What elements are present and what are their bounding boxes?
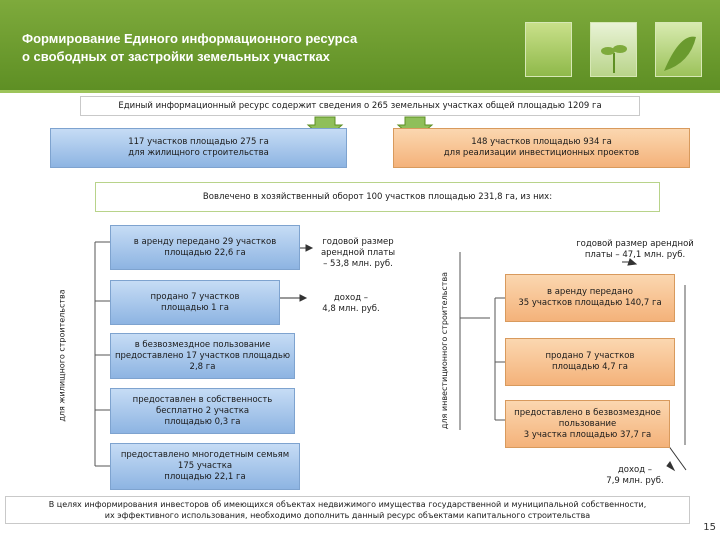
housing-ownership-line-1: предоставлен в собственность	[132, 394, 273, 405]
housing-rent-line-1: в аренду передано 29 участков	[133, 236, 277, 247]
bottom-note-line-2: их эффективного использования, необходим…	[104, 511, 591, 520]
housing-plots-line-2: для жилищного строительства	[128, 148, 269, 158]
investment-free-use-line-1: предоставлено в безвозмездное	[514, 407, 661, 418]
housing-free-use-line-2: предоставлено 17 участков площадью	[114, 350, 291, 361]
housing-side-label: для жилищного строительства	[42, 230, 82, 480]
seedling-photo-3	[655, 22, 702, 77]
housing-ownership-line-2: бесплатно 2 участка	[155, 405, 250, 416]
investment-rent-line-1: в аренду передано	[547, 287, 633, 297]
housing-sale-income-line-1: доход –	[333, 293, 369, 303]
housing-free-use-box: в безвозмездное пользование предоставлен…	[110, 333, 295, 379]
investment-plots-box: 148 участков площадью 934 га для реализа…	[393, 128, 690, 168]
investment-sale-income-line-1: доход –	[617, 465, 653, 475]
investment-sale-income-line-2: 7,9 млн. руб.	[606, 476, 664, 486]
investment-side-label: для инвестиционного строительства	[415, 230, 475, 470]
housing-rent-income: годовой размер арендной платы – 53,8 млн…	[308, 232, 408, 274]
header-divider	[0, 90, 720, 93]
investment-side-label-text: для инвестиционного строительства	[440, 271, 450, 429]
investment-rent-income-line-2: платы – 47,1 млн. руб.	[584, 250, 686, 260]
housing-sale-income-line-2: 4,8 млн. руб.	[322, 304, 380, 314]
investment-rent-income: годовой размер арендной платы – 47,1 млн…	[555, 236, 715, 264]
investment-plots-line-1: 148 участков площадью 934 га	[471, 137, 612, 147]
housing-free-use-line-1: в безвозмездное пользование	[134, 339, 271, 350]
housing-rent-income-line-3: – 53,8 млн. руб.	[323, 258, 393, 269]
total-resource-box: Единый информационный ресурс содержит св…	[80, 96, 640, 116]
page-title-line-2: о свободных от застройки земельных участ…	[22, 49, 330, 64]
investment-rent-income-line-1: годовой размер арендной	[576, 239, 694, 249]
involved-summary-text: Вовлечено в хозяйственный оборот 100 уча…	[202, 191, 553, 202]
investment-plots-line-2: для реализации инвестиционных проектов	[443, 148, 640, 158]
bottom-note-box: В целях информирования инвесторов об име…	[5, 496, 690, 524]
housing-tree-lines	[94, 241, 490, 467]
housing-sold-box: продано 7 участков площадью 1 га	[110, 280, 280, 325]
investment-free-use-box: предоставлено в безвозмездное пользовани…	[505, 400, 670, 448]
investment-sold-box: продано 7 участков площадью 4,7 га	[505, 338, 675, 386]
involved-summary-box: Вовлечено в хозяйственный оборот 100 уча…	[95, 182, 660, 212]
housing-ownership-box: предоставлен в собственность бесплатно 2…	[110, 388, 295, 434]
investment-free-use-line-2: пользование	[558, 418, 617, 429]
housing-free-use-line-3: 2,8 га	[189, 361, 216, 372]
bottom-note-line-1: В целях информирования инвесторов об име…	[48, 500, 647, 509]
page-number: 15	[703, 522, 716, 533]
housing-rent-income-line-2: арендной платы	[320, 247, 396, 258]
seedling-photo-1	[525, 22, 572, 77]
housing-plots-line-1: 117 участков площадью 275 га	[128, 137, 269, 147]
housing-large-families-line-1: предоставлено многодетным семьям	[120, 450, 290, 460]
housing-rent-box: в аренду передано 29 участков площадью 2…	[110, 225, 300, 270]
housing-large-families-line-3: площадью 22,1 га	[164, 472, 246, 482]
investment-sale-income: доход – 7,9 млн. руб.	[590, 462, 680, 490]
housing-ownership-line-3: площадью 0,3 га	[164, 416, 241, 427]
page-title: Формирование Единого информационного рес…	[22, 30, 442, 66]
page-title-line-1: Формирование Единого информационного рес…	[22, 31, 358, 46]
investment-free-use-line-3: 3 участка площадью 37,7 га	[523, 429, 652, 440]
sprout-icon	[601, 45, 627, 73]
housing-sold-line-1: продано 7 участков	[150, 291, 240, 302]
leaf-icon	[664, 36, 696, 71]
housing-rent-income-line-1: годовой размер	[322, 236, 394, 247]
housing-plots-box: 117 участков площадью 275 га для жилищно…	[50, 128, 347, 168]
seedling-photo-2	[590, 22, 637, 77]
investment-tree-lines	[494, 285, 686, 445]
income-arrows	[280, 244, 687, 472]
investment-sold-line-1: продано 7 участков	[545, 351, 635, 361]
housing-side-label-text: для жилищного строительства	[57, 288, 67, 422]
total-resource-text: Единый информационный ресурс содержит св…	[118, 100, 602, 111]
housing-sold-line-2: площадью 1 га	[161, 302, 229, 313]
housing-large-families-line-2: 175 участка	[177, 461, 233, 471]
investment-rent-line-2: 35 участков площадью 140,7 га	[518, 298, 662, 308]
housing-sale-income: доход – 4,8 млн. руб.	[306, 290, 396, 318]
investment-rent-box: в аренду передано 35 участков площадью 1…	[505, 274, 675, 322]
housing-rent-line-2: площадью 22,6 га	[164, 247, 246, 258]
housing-large-families-box: предоставлено многодетным семьям 175 уча…	[110, 443, 300, 490]
investment-sold-line-2: площадью 4,7 га	[551, 362, 629, 372]
